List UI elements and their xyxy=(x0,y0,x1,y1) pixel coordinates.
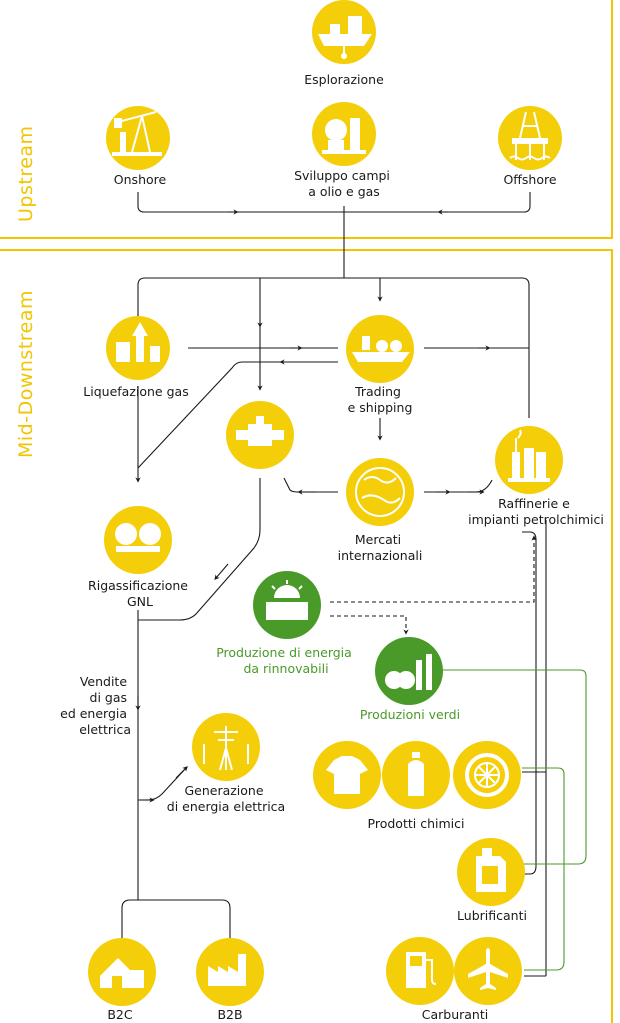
label-sviluppo: Sviluppo campi a olio e gas xyxy=(294,168,394,199)
liquefaction-plant-icon xyxy=(116,322,160,362)
ship-icon xyxy=(318,16,372,59)
onshore-circle xyxy=(106,106,170,170)
oil-gas-plant-icon xyxy=(322,118,366,154)
label-carburanti: Carburanti xyxy=(422,1007,488,1022)
pipeline-icon xyxy=(236,416,284,446)
label-rigassificazione: Rigassificazione GNL xyxy=(88,578,192,609)
house-icon xyxy=(100,958,144,988)
gas-tanks-icon xyxy=(115,523,161,552)
globe-icon xyxy=(355,467,405,517)
tyre-icon xyxy=(465,753,509,797)
label-liquefazione: Liquefazione gas xyxy=(83,384,188,399)
verdi-circle xyxy=(375,637,443,705)
label-b2b: B2B xyxy=(217,1007,242,1022)
label-rinnovabili: Produzione di energia da rinnovabili xyxy=(216,645,356,676)
label-generazione: Generazione di energia elettrica xyxy=(167,783,285,814)
label-chimici: Prodotti chimici xyxy=(368,816,465,831)
rigassificazione-circle xyxy=(104,506,172,574)
label-esplorazione: Esplorazione xyxy=(304,72,384,87)
solar-panel-icon xyxy=(266,580,308,620)
label-mercati: Mercati internazionali xyxy=(338,532,423,563)
green-factory-icon xyxy=(385,654,432,690)
label-vendite: Vendite di gas ed energia elettrica xyxy=(60,674,131,737)
fuel-pump-icon xyxy=(406,952,437,988)
lubricant-can-icon xyxy=(476,848,506,892)
bottle-icon xyxy=(408,752,424,796)
t-shirt-icon xyxy=(326,756,368,794)
label-offshore: Offshore xyxy=(503,172,556,187)
node-labels: Esplorazione Onshore Sviluppo campi a ol… xyxy=(60,72,604,1022)
factory-icon xyxy=(208,954,246,986)
label-verdi: Produzioni verdi xyxy=(360,707,460,722)
label-b2c: B2C xyxy=(107,1007,133,1022)
refinery-icon xyxy=(508,429,550,482)
section-title-mid-downstream: Mid-Downstream xyxy=(15,290,37,458)
power-pylon-icon xyxy=(203,726,249,771)
label-trading: Trading e shipping xyxy=(348,384,413,415)
label-lubrificanti: Lubrificanti xyxy=(457,908,527,923)
airplane-icon xyxy=(468,948,508,990)
connectors xyxy=(121,192,587,977)
node-icons xyxy=(100,16,551,990)
lng-carrier-icon xyxy=(352,336,410,362)
label-onshore: Onshore xyxy=(114,172,167,187)
label-raffinerie: Raffinerie e impianti petrolchimici xyxy=(468,496,604,527)
offshore-rig-icon xyxy=(509,111,551,161)
section-title-upstream: Upstream xyxy=(15,125,37,222)
pump-jack-icon xyxy=(112,111,162,156)
